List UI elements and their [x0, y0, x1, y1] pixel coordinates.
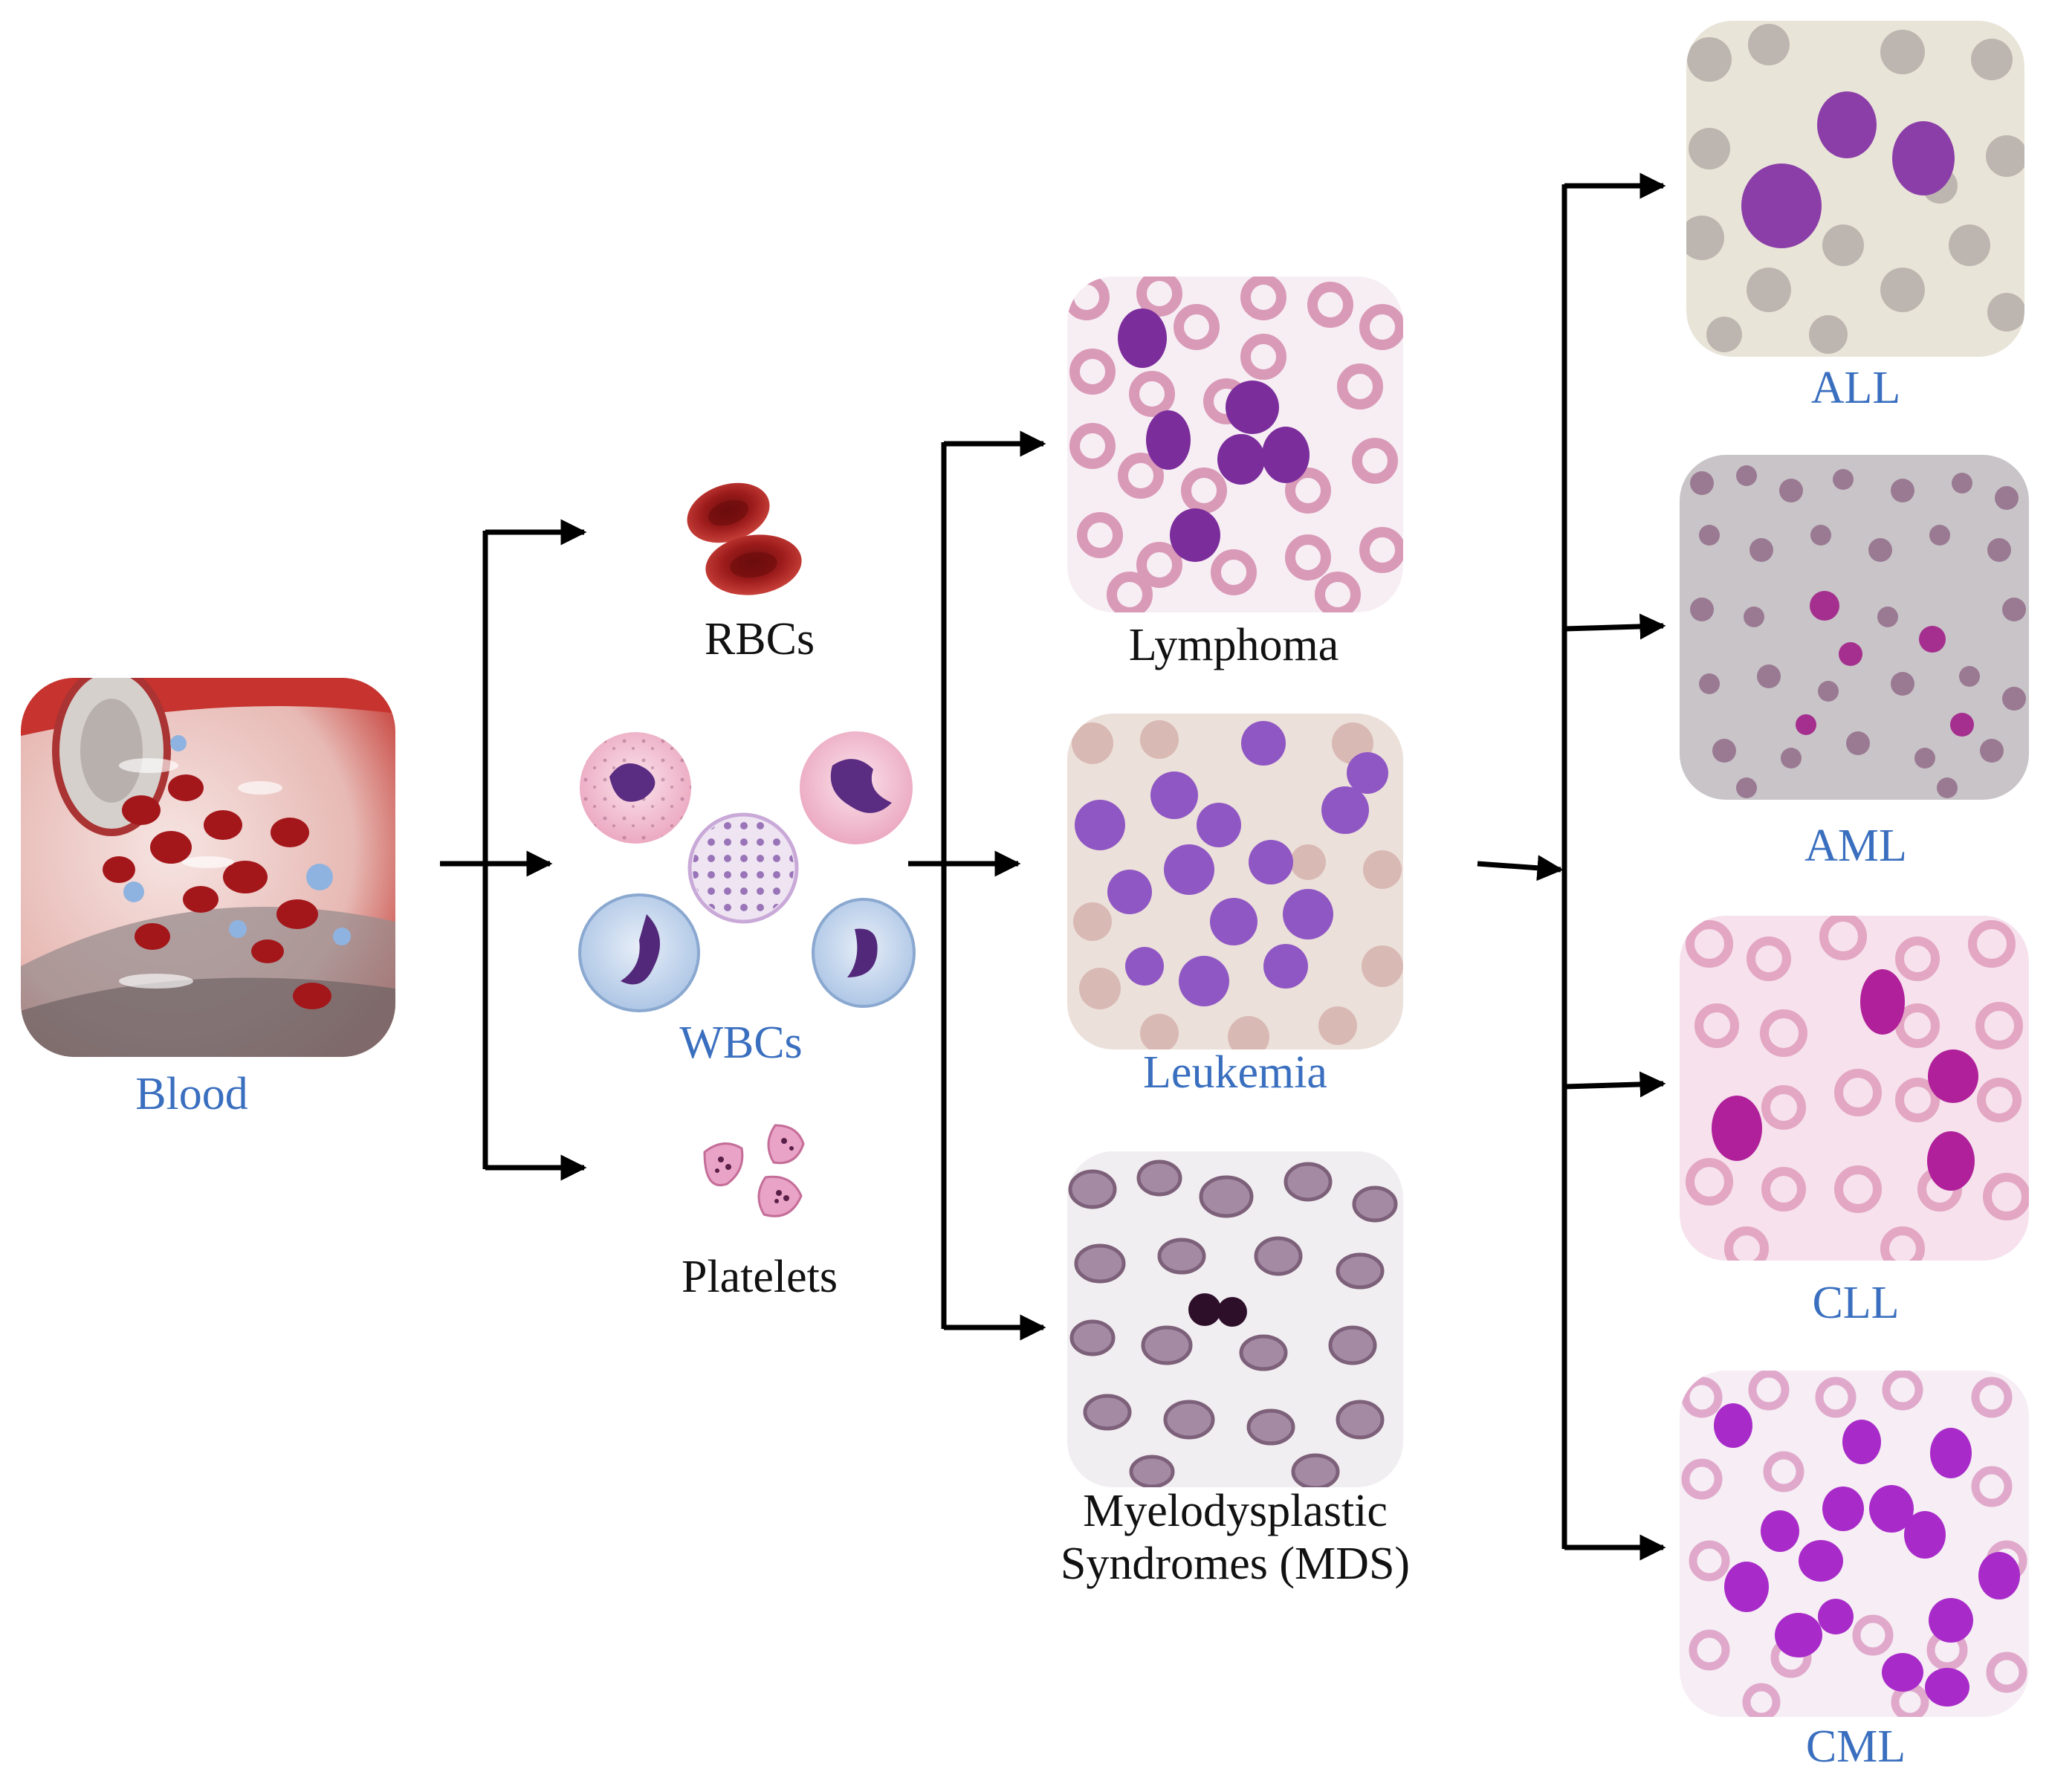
- cml-smear-image: [1680, 1371, 2029, 1717]
- arrow-leukemia-to-subtypes: [1477, 855, 1564, 882]
- leukemia-label: Leukemia: [1143, 1047, 1327, 1098]
- rbcs-label: RBCs: [704, 614, 815, 664]
- lymphoma-smear-image: [1067, 276, 1403, 612]
- blood-label: Blood: [135, 1069, 248, 1119]
- arrow-to-aml: [1564, 613, 1666, 640]
- mds-label-line2: Syndromes (MDS): [1060, 1539, 1411, 1590]
- all-smear-image: [1686, 21, 2024, 357]
- wbcs-label: WBCs: [679, 1018, 803, 1068]
- connector-arrows: [440, 172, 1666, 1561]
- platelets-image: [703, 1124, 805, 1217]
- mds-label: Myelodysplastic Syndromes (MDS): [1012, 1485, 1458, 1591]
- leukemia-smear-image: [1067, 714, 1403, 1049]
- blood-vessel-image: [21, 678, 395, 1057]
- cml-label: CML: [1805, 1721, 1906, 1772]
- platelets-label: Platelets: [681, 1252, 838, 1302]
- lymphoma-label: Lymphoma: [1128, 620, 1339, 670]
- mds-label-line1: Myelodysplastic: [1083, 1486, 1388, 1536]
- arrow-to-cll: [1564, 1071, 1666, 1098]
- aml-label: AML: [1804, 821, 1907, 871]
- aml-smear-image: [1680, 455, 2029, 800]
- red-blood-cells-image: [687, 482, 802, 595]
- white-blood-cells-image: [578, 731, 916, 1012]
- cll-label: CLL: [1812, 1278, 1900, 1328]
- mds-smear-image: [1067, 1151, 1403, 1487]
- all-label: ALL: [1810, 363, 1901, 413]
- cll-smear-image: [1680, 916, 2029, 1261]
